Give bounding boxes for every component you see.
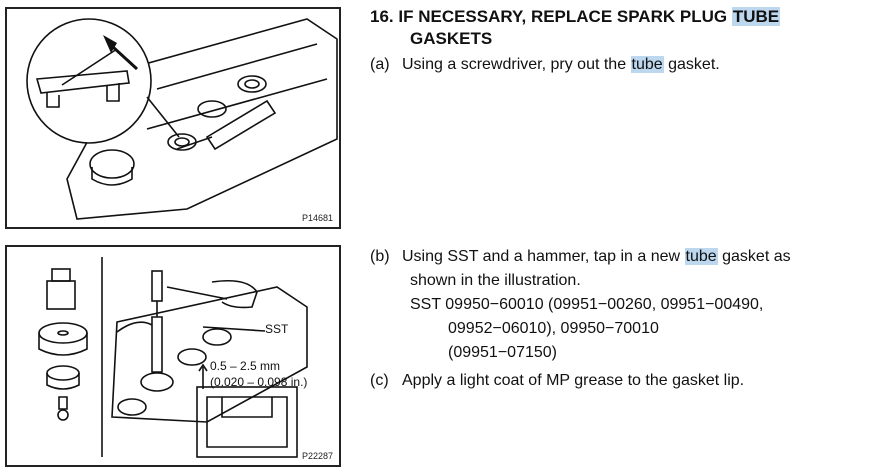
dimension-mm-label: 0.5 – 2.5 mm (210, 359, 281, 373)
step-heading-line2: GASKETS (410, 29, 493, 48)
substep-c-text: Apply a light coat of MP grease to the g… (402, 372, 745, 389)
search-highlight: tube (684, 248, 718, 265)
substep-c: (c) Apply a light coat of MP grease to th… (370, 370, 744, 391)
illustration-install (38, 257, 308, 458)
sst-part-numbers-line2: 09952−06010), 09950−70010 (448, 320, 659, 337)
figure-pry-out-gasket: P14681 (5, 7, 341, 229)
sst-part-numbers: SST 09950−60010 (09951−00260, 09951−0049… (410, 296, 764, 313)
step-heading: 16. IF NECESSARY, REPLACE SPARK PLUG TUB… (370, 6, 781, 27)
substep-b-line2: shown in the illustration. (410, 272, 581, 289)
illustration-pry-out (26, 18, 338, 220)
substep-marker: (a) (370, 56, 390, 73)
substep-a-text: Using a screwdriver, pry out the (402, 56, 631, 73)
dimension-in-label: (0.020 – 0.098 in.) (210, 375, 308, 389)
search-highlight: tube (630, 56, 664, 73)
figure-code: P22287 (301, 451, 333, 461)
figure-install-gasket: SST 0.5 – 2.5 mm (0.020 – 0.098 in.) P22… (5, 245, 341, 467)
substep-b-text: Using SST and a hammer, tap in a new (402, 248, 685, 265)
figure-code: P14681 (301, 213, 333, 223)
substep-marker: (c) (370, 372, 389, 389)
substep-a-text-end: gasket. (663, 56, 720, 73)
substep-marker: (b) (370, 248, 390, 265)
sst-part-numbers-line3: (09951−07150) (448, 344, 557, 361)
substep-a: (a) Using a screwdriver, pry out the tube… (370, 54, 720, 75)
search-highlight: TUBE (731, 7, 781, 26)
step-title-text: IF NECESSARY, REPLACE SPARK PLUG (398, 7, 732, 26)
step-number: 16. (370, 7, 394, 26)
sst-label: SST (265, 322, 289, 336)
substep-b: (b)Using SST and a hammer, tap in a new … (370, 246, 791, 267)
substep-b-text-end: gasket as (717, 248, 791, 265)
